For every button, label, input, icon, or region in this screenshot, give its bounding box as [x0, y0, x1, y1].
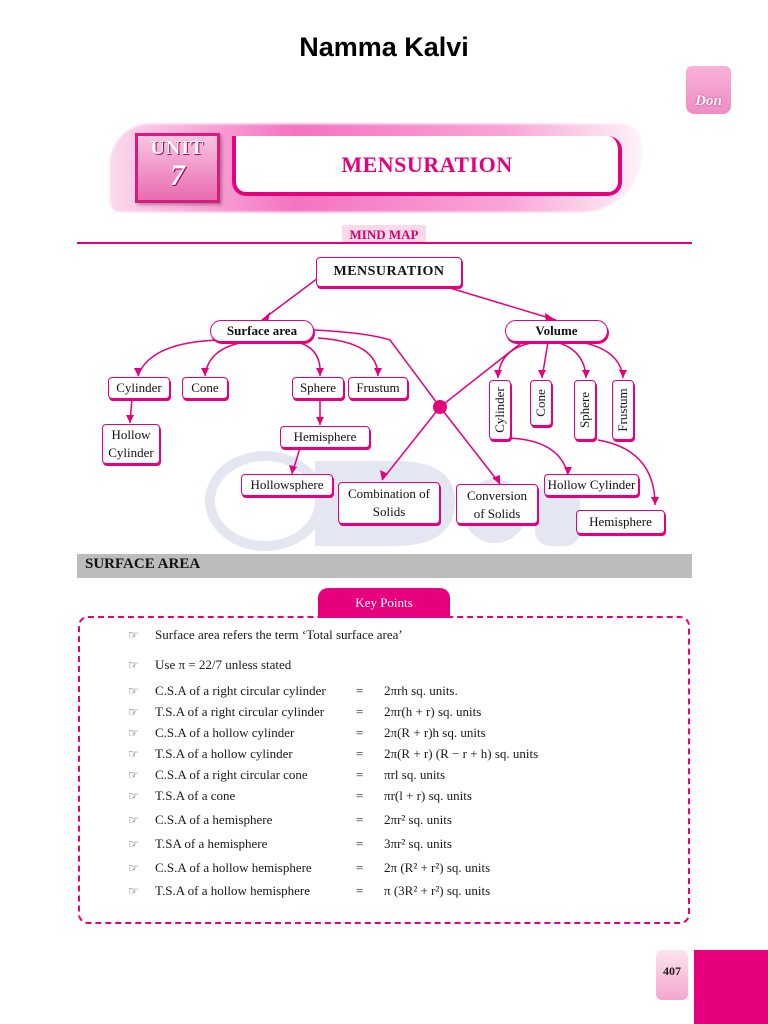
vol-hemisphere-node: Hemisphere [576, 510, 665, 534]
vol-frustum-node: Frustum [612, 380, 634, 440]
formula-value: 2π (R² + r²) sq. units [384, 860, 491, 875]
sa-sphere-node: Sphere [292, 377, 344, 399]
key-point-text: Surface area refers the term ‘Total surf… [155, 627, 403, 642]
pointing-hand-icon: ☞ [128, 837, 139, 851]
formula-equals: = [356, 746, 364, 761]
formula-label: T.S.A of a cone [155, 788, 236, 803]
banner-title-frame [232, 136, 622, 196]
formula-label: C.S.A of a hollow hemisphere [155, 860, 312, 875]
mind-map-rule [77, 242, 692, 244]
formula-label: C.S.A of a right circular cylinder [155, 683, 326, 698]
sa-cylinder-node: Cylinder [108, 377, 170, 399]
pointing-hand-icon: ☞ [128, 861, 139, 875]
formula-label: T.S.A of a right circular cylinder [155, 704, 325, 719]
don-logo-tab: Don [686, 66, 731, 114]
vol-sphere-label: Sphere [577, 391, 592, 429]
unit-label: UNIT [150, 137, 205, 159]
pointing-hand-icon: ☞ [128, 813, 139, 827]
formula-equals: = [356, 883, 364, 898]
conversion-of-solids-node: Conversion of Solids [456, 484, 538, 524]
pointing-hand-icon: ☞ [128, 726, 139, 740]
vol-sphere-node: Sphere [574, 380, 596, 440]
formula-label: T.S.A of a hollow cylinder [155, 746, 293, 761]
site-title: Namma Kalvi [299, 32, 469, 62]
formula-equals: = [356, 836, 364, 851]
mind-map-label: MIND MAP [342, 225, 426, 243]
sa-hollow-cylinder-node: Hollow Cylinder [102, 424, 160, 464]
formula-value: 3πr² sq. units [384, 836, 452, 851]
vol-cone-node: Cone [530, 380, 552, 426]
page-number: 407 [663, 964, 681, 978]
pointing-hand-icon: ☞ [128, 747, 139, 761]
formula-label: C.S.A of a hollow cylinder [155, 725, 295, 740]
vol-cone-label: Cone [533, 389, 548, 417]
formula-label: T.S.A of a hollow hemisphere [155, 883, 311, 898]
unit-number: 7 [170, 159, 185, 192]
formula-label: C.S.A of a right circular cone [155, 767, 308, 782]
formula-value: πr(l + r) sq. units [384, 788, 472, 803]
vol-hollow-cylinder-node: Hollow Cylinder [544, 474, 639, 496]
formula-value: 2π(R + r)h sq. units [384, 725, 486, 740]
formula-equals: = [356, 860, 364, 875]
key-point-text: Use π = 22/7 unless stated [155, 657, 292, 672]
pointing-hand-icon: ☞ [128, 884, 139, 898]
sa-frustum-node: Frustum [348, 377, 408, 399]
chapter-title: MENSURATION [341, 152, 513, 177]
don-logo-text: Don [695, 93, 722, 109]
page-number-tab: 407 [656, 950, 688, 1000]
mind-map-root: MENSURATION [316, 257, 462, 287]
formula-value: 2π(R + r) (R − r + h) sq. units [384, 746, 539, 761]
formula-value: πrl sq. units [384, 767, 446, 782]
key-points-box [78, 616, 690, 924]
sa-hemisphere-node: Hemisphere [280, 426, 370, 448]
pointing-hand-icon: ☞ [128, 768, 139, 782]
pointing-hand-icon: ☞ [128, 628, 139, 642]
formula-equals: = [356, 788, 364, 803]
sa-cone-node: Cone [182, 377, 228, 399]
surface-area-node: Surface area [210, 320, 314, 342]
section-title: SURFACE AREA [85, 556, 201, 572]
vol-cylinder-node: Cylinder [489, 380, 511, 440]
section-header: SURFACE AREA [77, 554, 692, 578]
formula-equals: = [356, 704, 364, 719]
mind-map-connectors [126, 277, 659, 506]
unit-badge: UNIT 7 [135, 133, 220, 203]
formula-value: 2πrh sq. units. [384, 683, 458, 698]
formula-label: C.S.A of a hemisphere [155, 812, 273, 827]
key-points-tab: Key Points [318, 588, 450, 618]
formula-equals: = [356, 725, 364, 740]
volume-node: Volume [505, 320, 608, 342]
formula-value: 2πr(h + r) sq. units [384, 704, 482, 719]
formula-value: π (3R² + r²) sq. units [384, 883, 491, 898]
formula-label: T.SA of a hemisphere [155, 836, 268, 851]
formula-equals: = [356, 767, 364, 782]
vol-frustum-label: Frustum [615, 388, 630, 432]
page-corner-block [694, 950, 768, 1024]
vol-cylinder-label: Cylinder [492, 387, 507, 433]
combination-of-solids-node: Combination of Solids [338, 482, 440, 524]
formula-equals: = [356, 812, 364, 827]
formula-value: 2πr² sq. units [384, 812, 452, 827]
sa-hollowsphere-node: Hollowsphere [241, 474, 333, 496]
pointing-hand-icon: ☞ [128, 789, 139, 803]
formula-equals: = [356, 683, 364, 698]
pointing-hand-icon: ☞ [128, 658, 139, 672]
pointing-hand-icon: ☞ [128, 705, 139, 719]
pointing-hand-icon: ☞ [128, 684, 139, 698]
